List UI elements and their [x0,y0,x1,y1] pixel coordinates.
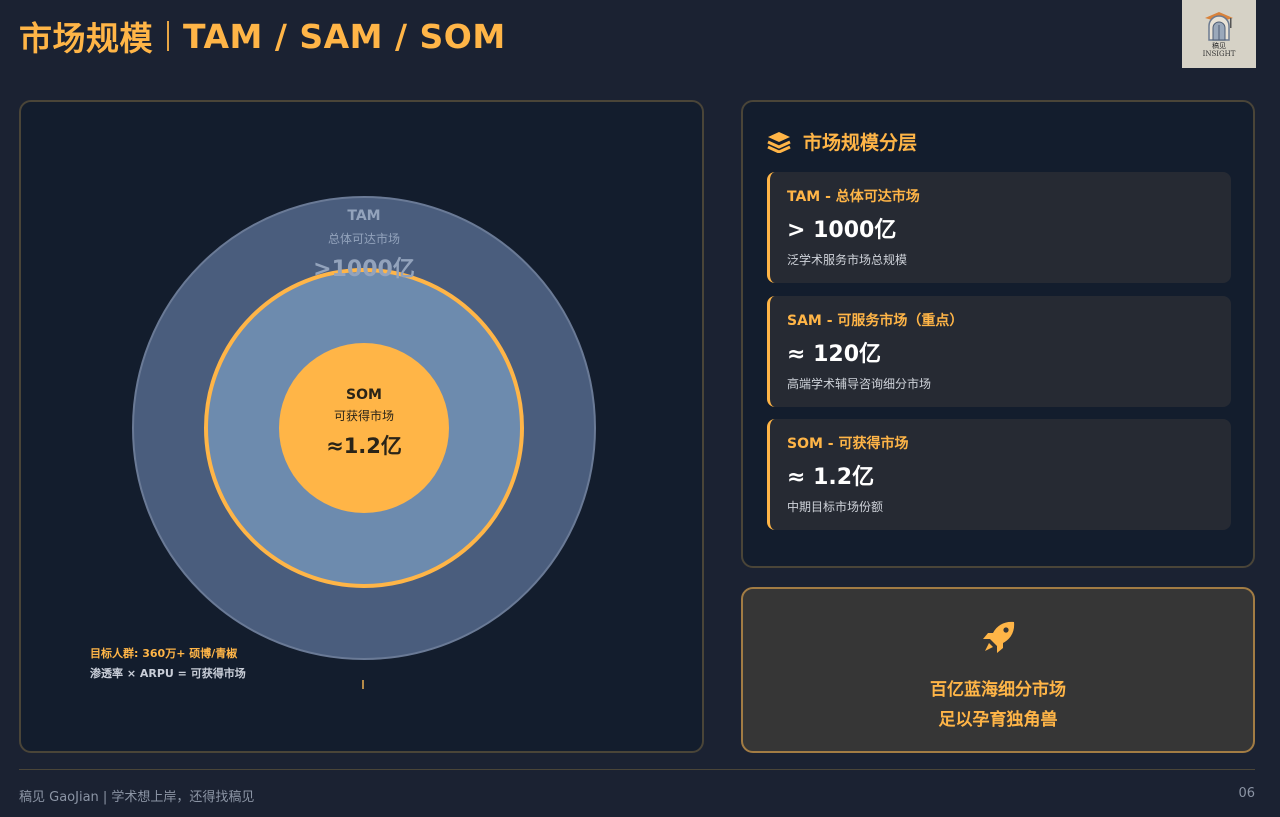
som-card-value: ≈ 1.2亿 [787,465,875,490]
sam-card-value: ≈ 120亿 [787,342,882,367]
title-en: TAM / SAM / SOM [183,16,506,56]
market-layers-panel: 市场规模分层 TAM - 总体可达市场 > 1000亿 泛学术服务市场总规模 S… [741,100,1255,568]
sam-card-label: SAM - 可服务市场（重点） [787,313,964,329]
page-title: 市场规模 TAM / SAM / SOM [19,12,506,60]
logo-text-cn: 稿见 [1212,42,1226,50]
rocket-icon [983,621,1015,653]
tam-card-desc: 泛学术服务市场总规模 [787,253,908,267]
som-card-label: SOM - 可获得市场 [787,436,909,452]
title-cn: 市场规模 [19,19,153,58]
som-value: ≈1.2亿 [326,434,402,458]
som-card-desc: 中期目标市场份额 [787,500,884,514]
tam-card-value: > 1000亿 [787,218,897,243]
tam-card-label: TAM - 总体可达市场 [787,189,920,205]
layers-icon [767,131,791,153]
highlight-line-2: 足以孕育独角兽 [938,710,1058,730]
academy-gate-icon [1205,12,1233,41]
target-population-note: 目标人群: 360万+ 硕博/青椒 [90,647,238,660]
sam-card: SAM - 可服务市场（重点） ≈ 120亿 高端学术辅导咨询细分市场 [767,296,1231,407]
diagram-notes: 目标人群: 360万+ 硕博/青椒 渗透率 × ARPU = 可获得市场 [90,645,246,681]
brand-logo: 稿见 INSIGHT [1182,0,1256,68]
formula-note: 渗透率 × ARPU = 可获得市场 [90,667,246,680]
som-card: SOM - 可获得市场 ≈ 1.2亿 中期目标市场份额 [767,419,1231,530]
highlight-panel: 百亿蓝海细分市场 足以孕育独角兽 [741,587,1255,753]
highlight-message: 百亿蓝海细分市场 足以孕育独角兽 [743,675,1253,735]
som-labels: SOM 可获得市场 ≈1.2亿 [279,387,449,460]
layers-title: 市场规模分层 [803,132,918,154]
som-circle [279,343,449,513]
page-number: 06 [1238,786,1255,801]
tam-abbr: TAM [347,208,381,224]
som-abbr: SOM [346,387,382,403]
tick-marker [362,680,364,689]
tam-value: >1000亿 [313,257,415,282]
tam-labels: TAM 总体可达市场 >1000亿 [264,208,464,283]
logo-text-en: INSIGHT [1202,50,1236,58]
highlight-line-1: 百亿蓝海细分市场 [930,680,1066,700]
footer-tagline: 稿见 GaoJian | 学术想上岸，还得找稿见 [19,790,255,805]
footer-divider [19,769,1255,770]
tam-name: 总体可达市场 [327,232,400,246]
sam-card-desc: 高端学术辅导咨询细分市场 [787,377,932,391]
tam-card: TAM - 总体可达市场 > 1000亿 泛学术服务市场总规模 [767,172,1231,283]
market-circles-panel: TAM 总体可达市场 >1000亿 SOM 可获得市场 ≈1.2亿 目标人群: … [19,100,704,753]
title-divider [167,21,169,51]
layers-header: 市场规模分层 [767,128,917,155]
som-name: 可获得市场 [333,409,394,423]
